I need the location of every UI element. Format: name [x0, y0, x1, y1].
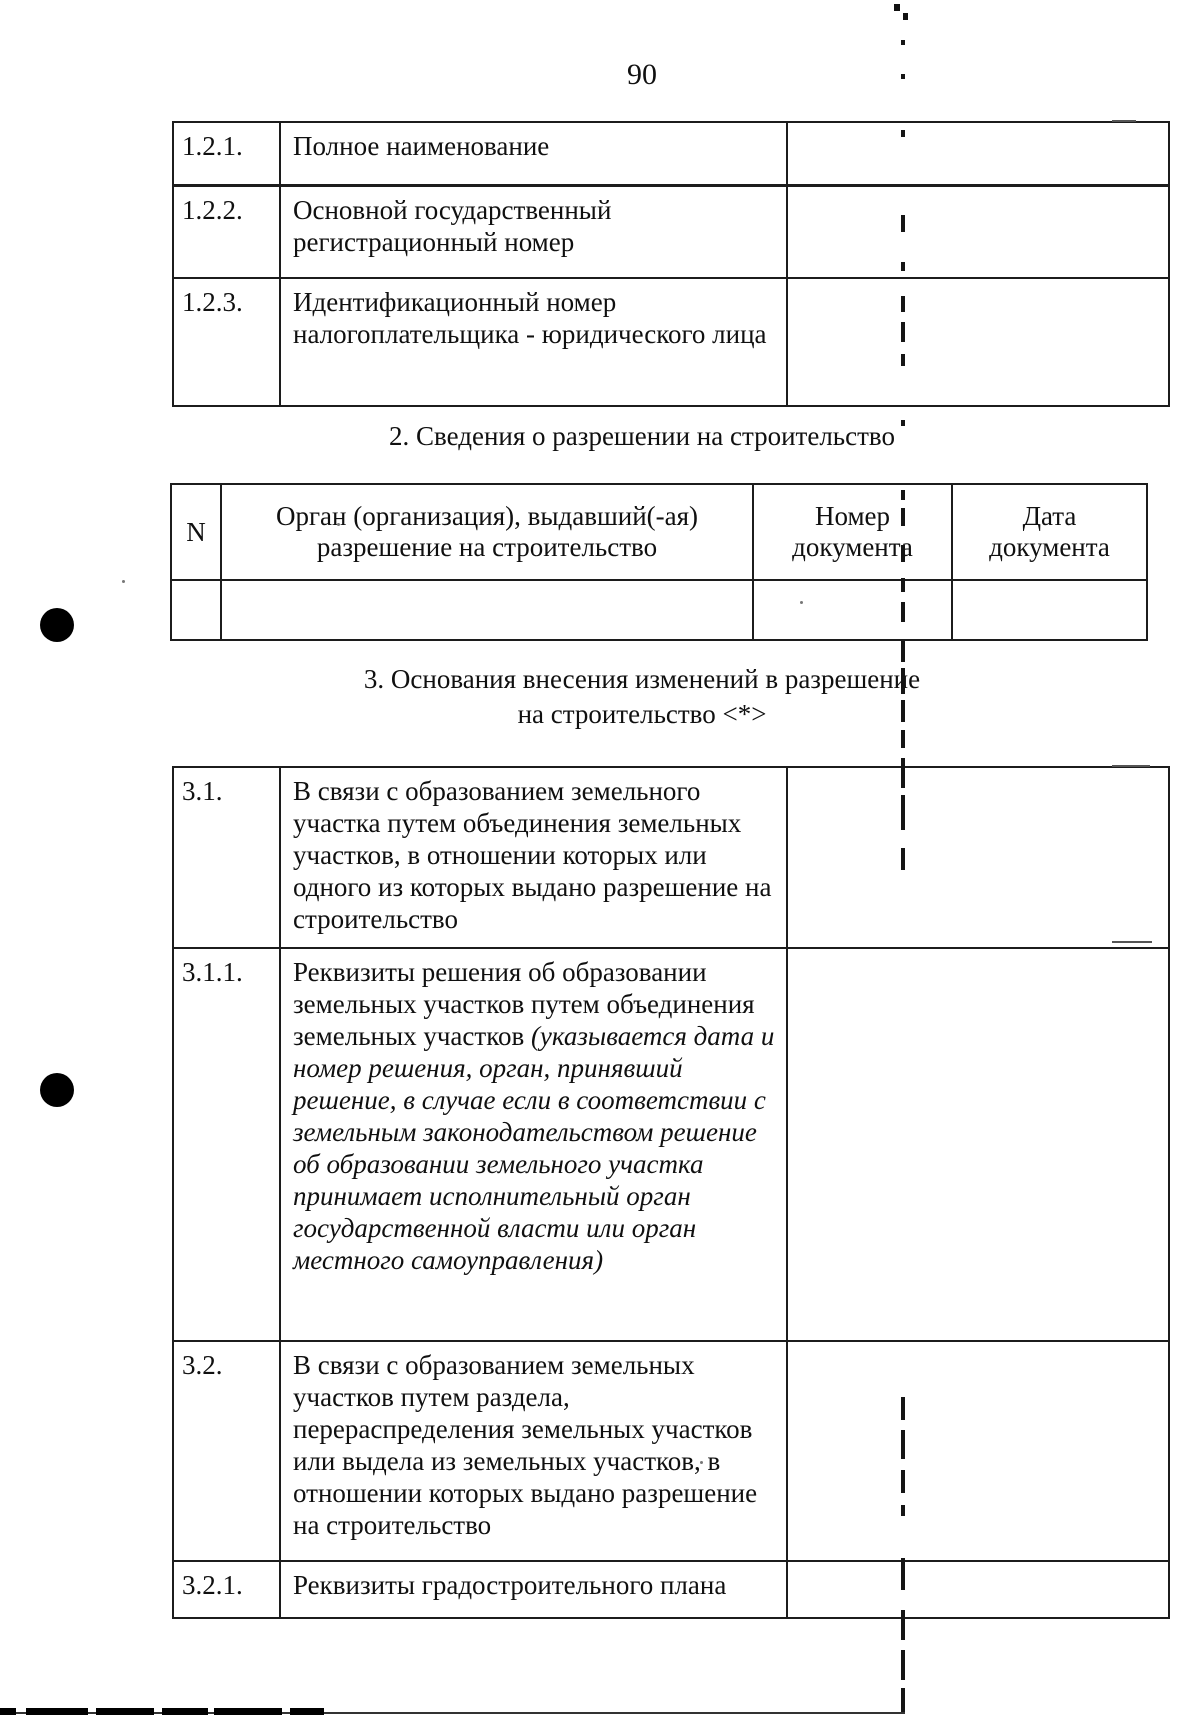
row-label-cell: Реквизиты решения об образовании земельн…: [279, 947, 788, 1342]
row-note: (указывается дата и номер решения, орган…: [293, 1021, 775, 1275]
scan-artifact-dash: [901, 758, 905, 788]
scan-artifact-dash: [901, 490, 905, 500]
scan-artifact-dash: [901, 74, 905, 79]
table-row: 3.1.1. Реквизиты решения об образовании …: [172, 947, 1170, 1342]
scan-artifact-line: [1112, 120, 1136, 122]
column-header-doc-number: Номер документа: [752, 483, 953, 581]
scan-artifact-dash: [901, 354, 905, 366]
scan-artifact-dash: [901, 262, 905, 271]
scan-artifact-dash: [901, 420, 905, 426]
scan-artifact-dash: [901, 1430, 905, 1459]
row-number-cell: 3.1.1.: [172, 947, 281, 1342]
scan-artifact-dash: [901, 1470, 905, 1493]
scan-artifact-dash: [901, 1650, 905, 1680]
table-row: 1.2.1. Полное наименование: [172, 121, 1170, 187]
empty-cell: [752, 579, 953, 641]
empty-cell: [170, 579, 222, 641]
permit-table: N Орган (организация), выдавший(-ая) раз…: [170, 483, 1148, 641]
column-header-organ: Орган (организация), выдавший(-ая) разре…: [220, 483, 754, 581]
permit-table-empty-row: [170, 579, 1148, 641]
scan-artifact-speck: [700, 1461, 703, 1464]
table-row: 3.2. В связи с образованием земельных уч…: [172, 1340, 1170, 1562]
row-text: Реквизиты решения об образовании земельн…: [293, 957, 755, 1051]
scan-artifact-dash: [901, 40, 905, 45]
section-3-title-line1: 3. Основания внесения изменений в разреш…: [363, 664, 921, 694]
empty-cell: [220, 579, 754, 641]
scan-artifact-dash: [901, 730, 905, 748]
row-value-cell: [786, 1340, 1170, 1562]
row-label-cell: В связи с образованием земельных участко…: [279, 1340, 788, 1562]
row-value-cell: [786, 766, 1170, 949]
row-value-cell: [786, 184, 1170, 279]
column-header-n: N: [170, 483, 222, 581]
scan-artifact-dash: [901, 508, 905, 526]
scan-artifact-dash: [901, 668, 905, 694]
row-label-cell: В связи с образованием земельного участк…: [279, 766, 788, 949]
hole-punch-mark: [40, 1073, 74, 1107]
scan-artifact-dash: [901, 1505, 905, 1516]
row-label-cell: Основной государственный регистрационный…: [279, 184, 788, 279]
scan-artifact-dot: [903, 13, 908, 20]
row-value-cell: [786, 947, 1170, 1342]
scan-artifact-line: [1112, 765, 1150, 767]
row-value-cell: [786, 121, 1170, 187]
scan-artifact-dash: [901, 700, 905, 722]
scan-artifact-dash: [901, 1688, 905, 1712]
scan-artifact-dot: [894, 4, 900, 11]
section-3-title: 3. Основания внесения изменений в разреш…: [172, 662, 1112, 732]
scan-artifact-bottom-bar: [214, 1708, 282, 1715]
scan-artifact-dash: [901, 848, 905, 870]
section-2-title: 2. Сведения о разрешении на строительств…: [389, 421, 895, 451]
scan-artifact-speck: [800, 601, 803, 604]
scan-artifact-dash: [901, 296, 905, 312]
row-number-cell: 3.2.: [172, 1340, 281, 1562]
scan-artifact-bottom-bar: [162, 1708, 208, 1715]
section-3-title-line2: на строительство <*>: [517, 699, 767, 729]
table-row: 1.2.3. Идентификационный номер налогопла…: [172, 277, 1170, 407]
permit-table-header-row: N Орган (организация), выдавший(-ая) раз…: [170, 483, 1148, 581]
row-label-cell: Реквизиты градостроительного плана: [279, 1560, 788, 1619]
scan-artifact-dash: [901, 215, 905, 232]
scan-artifact-dash: [901, 130, 905, 137]
scan-artifact-bottom-line: [0, 1712, 905, 1714]
hole-punch-mark: [40, 608, 74, 642]
scan-artifact-bottom-bar: [290, 1708, 324, 1715]
scan-artifact-dash: [901, 578, 905, 592]
row-number-cell: 1.2.1.: [172, 121, 281, 187]
scan-artifact-dash: [901, 602, 905, 622]
row-text: В связи с образованием земельного участк…: [293, 776, 772, 934]
table-row: 3.2.1. Реквизиты градостроительного план…: [172, 1560, 1170, 1619]
page-number: 90: [627, 58, 657, 91]
scan-artifact-dash: [901, 1397, 905, 1420]
scan-artifact-dash: [901, 1558, 905, 1590]
row-text: Реквизиты градостроительного плана: [293, 1570, 727, 1600]
registration-table: 1.2.1. Полное наименование 1.2.2. Основн…: [172, 121, 1170, 407]
scan-artifact-dash: [901, 795, 905, 830]
table-row: 3.1. В связи с образованием земельного у…: [172, 766, 1170, 949]
scan-artifact-line: [1112, 941, 1152, 943]
column-header-doc-date: Дата документа: [951, 483, 1148, 581]
scan-artifact-dash: [901, 641, 905, 662]
scan-artifact-speck: [122, 580, 125, 583]
scan-artifact-speck: [337, 523, 340, 526]
row-number-cell: 3.1.: [172, 766, 281, 949]
table-row: 1.2.2. Основной государственный регистра…: [172, 184, 1170, 279]
row-number-cell: 3.2.1.: [172, 1560, 281, 1619]
empty-cell: [951, 579, 1148, 641]
row-text: В связи с образованием земельных участко…: [293, 1350, 758, 1540]
amendment-grounds-table: 3.1. В связи с образованием земельного у…: [172, 766, 1170, 1619]
row-value-cell: [786, 277, 1170, 407]
row-label-cell: Полное наименование: [279, 121, 788, 187]
row-number-cell: 1.2.3.: [172, 277, 281, 407]
scan-artifact-bottom-bar: [0, 1708, 16, 1715]
scan-artifact-dash: [901, 322, 905, 342]
row-label-cell: Идентификационный номер налогоплательщик…: [279, 277, 788, 407]
scan-artifact-bottom-bar: [26, 1708, 88, 1715]
row-number-cell: 1.2.2.: [172, 184, 281, 279]
scan-artifact-dash: [901, 545, 905, 562]
scan-artifact-dash: [901, 1610, 905, 1640]
scan-artifact-bottom-bar: [96, 1708, 154, 1715]
row-value-cell: [786, 1560, 1170, 1619]
